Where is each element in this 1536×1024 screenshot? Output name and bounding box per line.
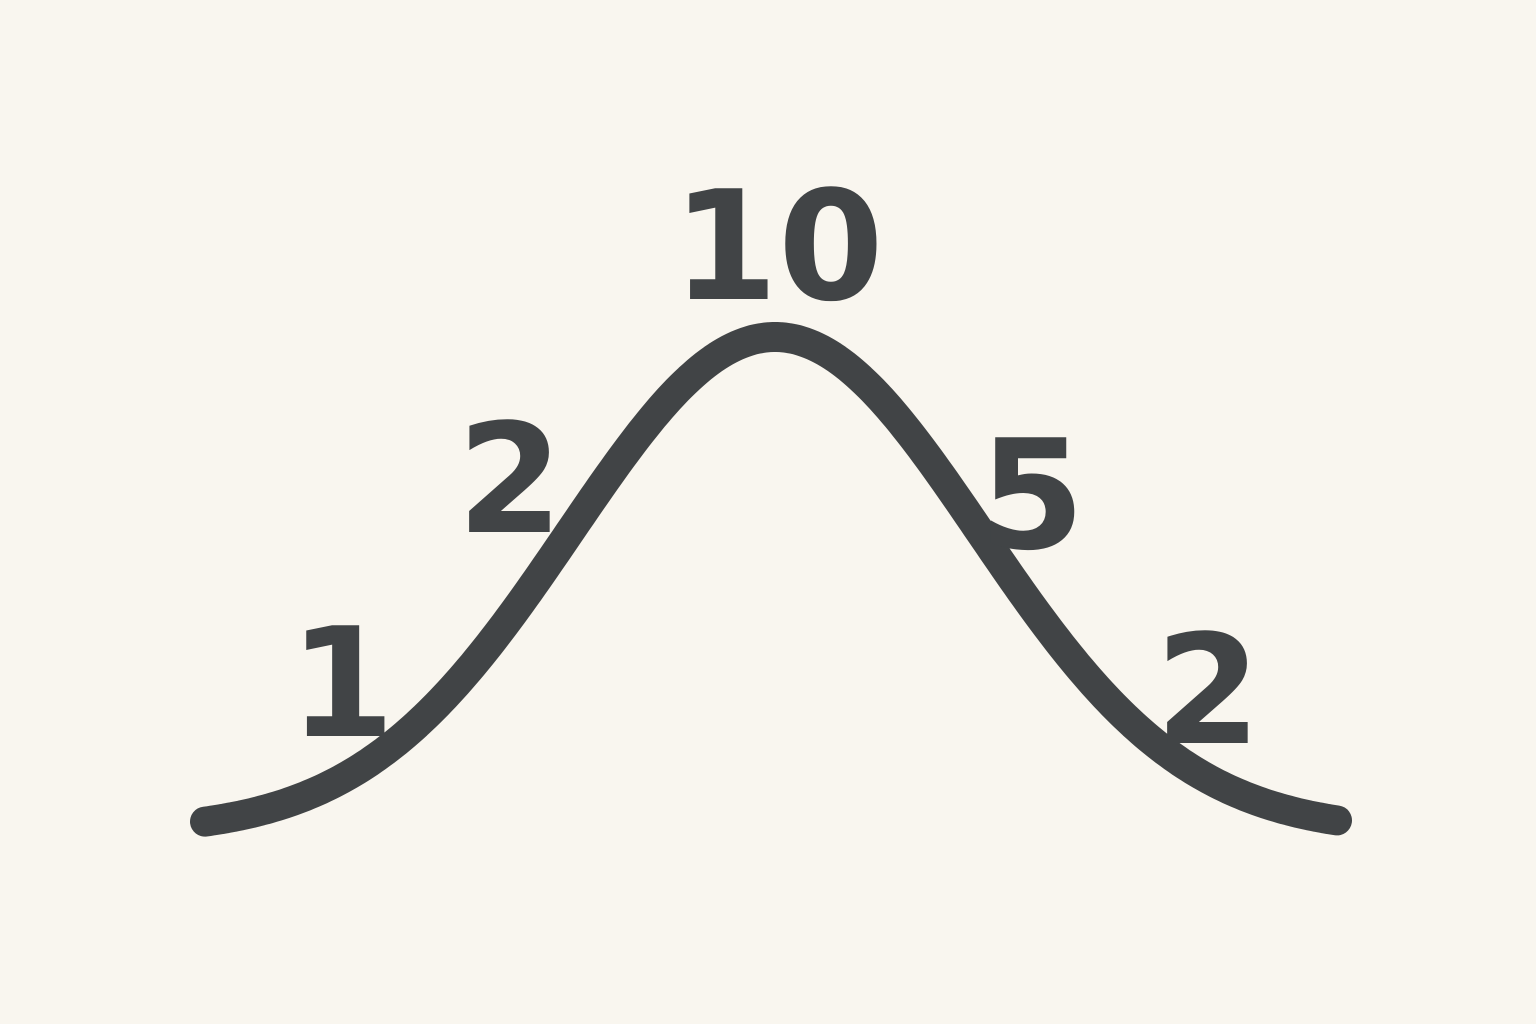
bell-curve-line <box>190 322 1352 837</box>
label-right-mid: 5 <box>979 407 1085 584</box>
label-left-mid: 2 <box>457 391 563 568</box>
label-right-low: 2 <box>1155 602 1261 779</box>
label-left-low: 1 <box>289 595 395 772</box>
label-peak: 10 <box>672 158 884 335</box>
